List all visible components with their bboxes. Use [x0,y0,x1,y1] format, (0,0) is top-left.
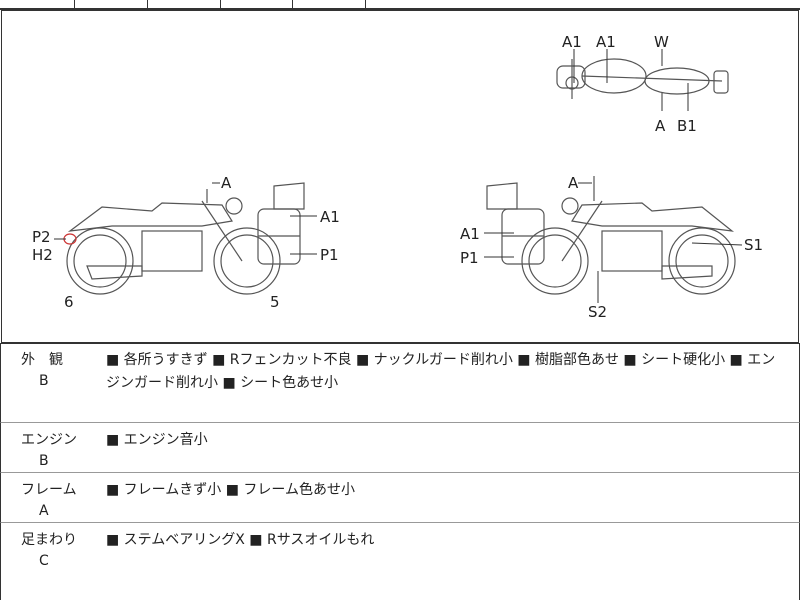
top-view-motorcycle [556,58,729,99]
row-text: ■ エンジン音小 [106,432,208,448]
row-heading: 足まわり [21,532,77,548]
label-a: A [655,117,666,135]
row-grade: C [39,553,49,569]
damage-diagram: A1 A1 W A B1 A A1 P1 P2 H2 6 5 A A1 P1 S… [1,10,799,344]
row-text: ■ 各所うすきず ■ Rフェンカット不良 ■ ナックルガード削れ小 ■ 樹脂部色… [106,352,776,391]
label-h2: H2 [32,246,53,264]
row-suspension: 足まわり C ■ ステムベアリングX ■ Rサスオイルもれ [0,523,800,600]
label-b1: B1 [677,117,697,135]
label-a: A [221,174,232,192]
row-engine: エンジン B ■ エンジン音小 [0,423,800,473]
row-heading: 外 観 [21,352,63,368]
label-a1: A1 [320,208,340,226]
label-a1: A1 [562,33,582,51]
row-frame: フレーム A ■ フレームきず小 ■ フレーム色あせ小 [0,473,800,523]
header-table-strip [0,0,800,10]
right-side-motorcycle [486,176,736,295]
label-s2: S2 [588,303,608,321]
row-heading: エンジン [21,432,77,448]
row-text: ■ フレームきず小 ■ フレーム色あせ小 [106,482,355,498]
label-w: W [654,33,669,51]
motorcycle-drawings [54,49,743,303]
row-grade: A [39,503,49,519]
label-p2: P2 [32,228,51,246]
label-p1: P1 [320,246,339,264]
row-text: ■ ステムベアリングX ■ Rサスオイルもれ [106,532,375,548]
row-heading: フレーム [21,482,77,498]
left-side-motorcycle [63,182,305,295]
row-grade: B [39,373,49,389]
label-p1: P1 [460,249,479,267]
label-s1: S1 [744,236,764,254]
row-grade: B [39,453,49,469]
label-a1: A1 [460,225,480,243]
label-a1: A1 [596,33,616,51]
label-5: 5 [270,293,280,311]
label-a: A [568,174,579,192]
label-6: 6 [64,293,74,311]
row-exterior: 外 観 B ■ 各所うすきず ■ Rフェンカット不良 ■ ナックルガード削れ小 … [0,343,800,423]
